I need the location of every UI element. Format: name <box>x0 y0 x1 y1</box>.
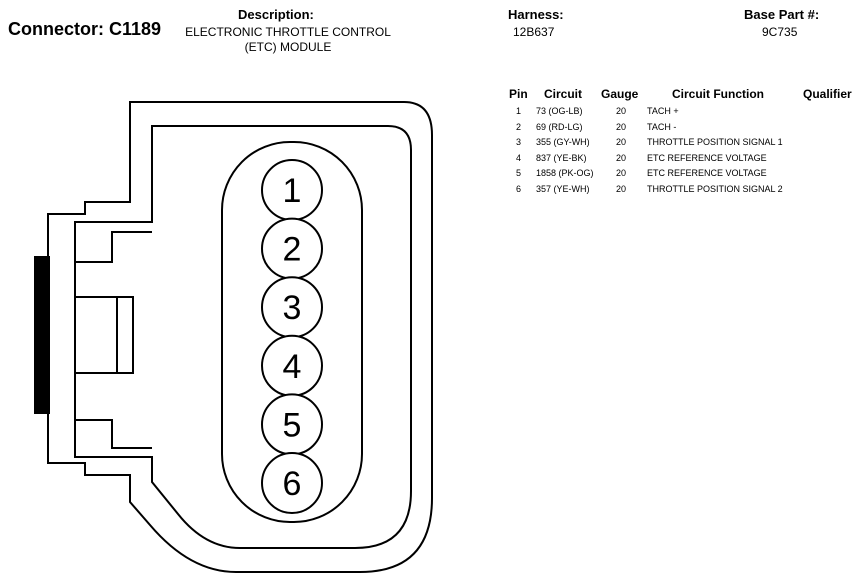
pin-cavities: 1 2 3 4 5 6 <box>261 159 323 514</box>
column-header-circuit-function: Circuit Function <box>672 87 764 101</box>
cell-circuit: 73 (OG-LB) <box>536 106 583 116</box>
pin-number-label: 2 <box>283 231 302 269</box>
cell-circuit: 355 (GY-WH) <box>536 137 590 147</box>
base-part-value: 9C735 <box>762 25 798 39</box>
cell-function: ETC REFERENCE VOLTAGE <box>647 168 767 178</box>
pin-cavity-3: 3 <box>261 276 323 339</box>
column-header-qualifier: Qualifier <box>803 87 852 101</box>
lock-tab-shading <box>34 256 50 414</box>
cell-pin: 3 <box>516 137 522 147</box>
pin-cavity-1: 1 <box>261 159 323 221</box>
cell-gauge: 20 <box>616 183 627 194</box>
column-header-gauge: Gauge <box>601 87 639 101</box>
column-header-pin: Pin <box>509 87 528 101</box>
pin-cavity-5: 5 <box>261 393 323 456</box>
cell-circuit: 1858 (PK-OG) <box>536 168 594 178</box>
cell-gauge: 20 <box>616 152 627 163</box>
pin-number-label: 1 <box>283 172 302 210</box>
pin-circle <box>261 452 323 514</box>
cell-pin: 1 <box>516 106 522 116</box>
cell-gauge: 20 <box>616 137 627 147</box>
pin-cavity-4: 4 <box>261 334 323 397</box>
description-line-1: ELECTRONIC THROTTLE CONTROL <box>185 25 391 39</box>
connector-label: Connector: C1189 <box>8 19 162 39</box>
cell-pin: 5 <box>516 168 522 178</box>
harness-heading: Harness: <box>508 7 564 22</box>
cell-circuit: 837 (YE-BK) <box>536 152 587 163</box>
description-line-2: (ETC) MODULE <box>244 40 332 54</box>
cell-pin: 2 <box>516 121 522 132</box>
cell-pin: 6 <box>516 183 522 194</box>
cell-function: THROTTLE POSITION SIGNAL 1 <box>647 137 783 147</box>
pin-number-label: 3 <box>283 289 302 327</box>
pin-number-label: 6 <box>283 465 302 503</box>
pin-number-label: 5 <box>283 406 302 444</box>
harness-value: 12B637 <box>513 25 555 39</box>
cell-gauge: 20 <box>616 168 627 178</box>
cell-gauge: 20 <box>616 106 627 116</box>
cell-circuit: 357 (YE-WH) <box>536 183 590 194</box>
description-heading: Description: <box>238 7 314 22</box>
cell-function: THROTTLE POSITION SIGNAL 2 <box>647 183 783 194</box>
column-header-circuit: Circuit <box>544 87 583 101</box>
pin-number-label: 4 <box>283 348 302 386</box>
cell-circuit: 69 (RD-LG) <box>536 121 583 132</box>
cell-gauge: 20 <box>616 121 627 132</box>
base-part-heading: Base Part #: <box>744 7 820 22</box>
pin-cavity-6: 6 <box>261 452 323 514</box>
cell-function: ETC REFERENCE VOLTAGE <box>647 152 767 163</box>
connector-housing <box>47 101 433 573</box>
cell-function: TACH - <box>647 121 677 132</box>
cell-function: TACH + <box>647 106 679 116</box>
description-text: ELECTRONIC THROTTLE CONTROL (ETC) MODULE <box>160 25 416 55</box>
pin-cavity-2: 2 <box>261 217 323 280</box>
cell-pin: 4 <box>516 152 522 163</box>
